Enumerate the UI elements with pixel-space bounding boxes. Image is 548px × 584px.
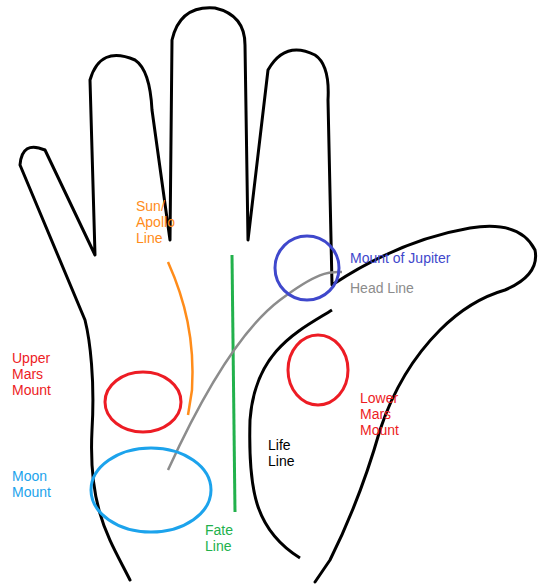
moon-mount <box>91 448 211 532</box>
life-line <box>250 310 332 558</box>
line-label: Life Line <box>268 437 308 469</box>
jupiter-mount <box>275 236 339 300</box>
mount-label: Moon Mount <box>12 468 64 500</box>
line-label: Sun/ Apollo Line <box>136 198 186 246</box>
upper-mars-mount <box>105 372 181 432</box>
line-label: Head Line <box>350 280 470 296</box>
lower-mars-mount <box>288 335 348 405</box>
mount-label: Mount of Jupiter <box>350 250 500 266</box>
line-label: Fate Line <box>205 522 245 554</box>
fate-line <box>232 255 235 512</box>
head-line <box>168 272 342 470</box>
mount-label: Lower Mars Mount <box>360 390 415 438</box>
mount-label: Upper Mars Mount <box>12 350 64 398</box>
hand-outline <box>20 8 536 582</box>
